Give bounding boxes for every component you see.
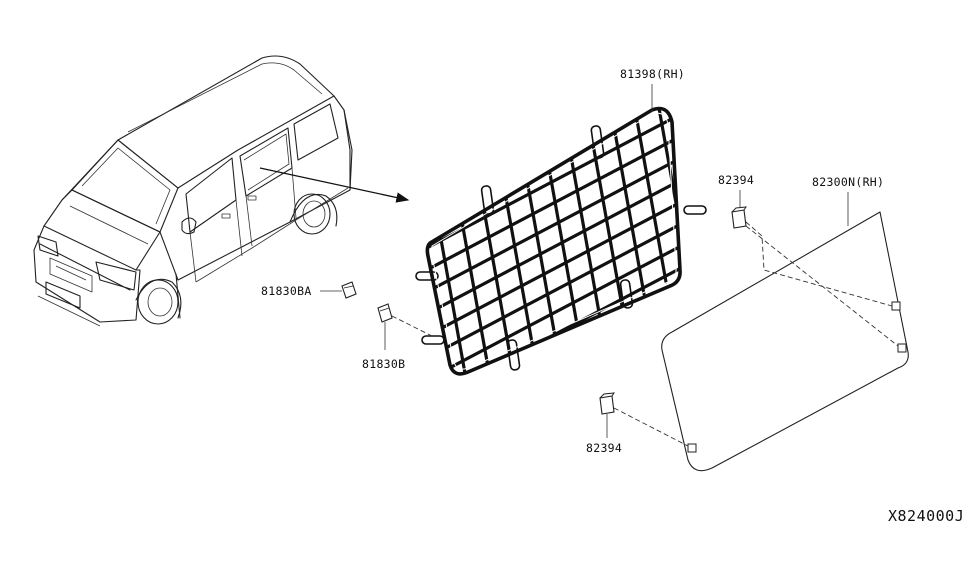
clip-82394-bottom — [599, 392, 616, 415]
label-clip-bottom: 82394 — [586, 441, 622, 455]
glass-clip-3 — [687, 443, 697, 453]
label-fastener-a: 81830BA — [261, 284, 312, 298]
label-glass: 82300N(RH) — [812, 175, 884, 189]
label-clip-top: 82394 — [718, 173, 754, 187]
fastener-81830ba — [341, 281, 357, 299]
diagram-code: X824000J — [888, 507, 964, 525]
label-net: 81398(RH) — [620, 67, 685, 81]
label-fastener-b: 81830B — [362, 357, 405, 371]
van-illustration — [33, 55, 353, 327]
window-glass — [661, 211, 909, 472]
location-arrow — [259, 167, 410, 203]
glass-clip-1 — [891, 301, 901, 311]
fastener-81830b — [377, 303, 393, 323]
cargo-net — [415, 106, 707, 376]
glass-clip-2 — [897, 343, 907, 353]
clip-82394-top — [731, 206, 748, 229]
